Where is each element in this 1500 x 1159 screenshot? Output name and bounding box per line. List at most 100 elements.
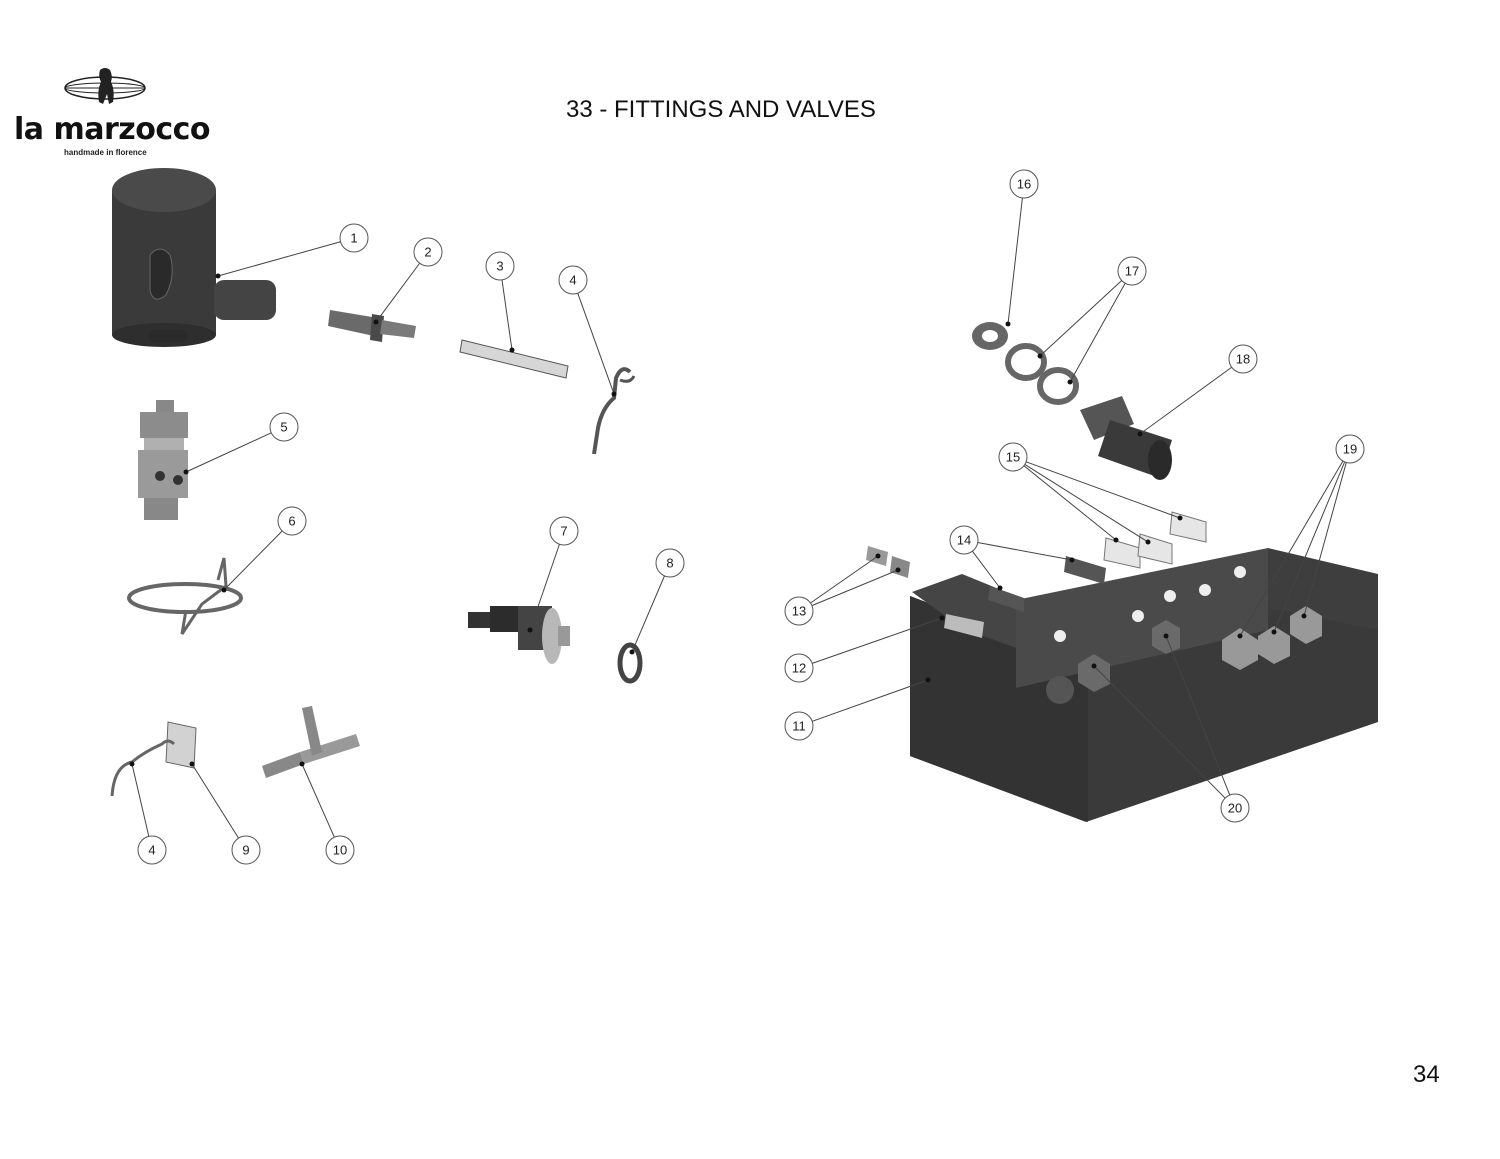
leader-dot	[1145, 539, 1151, 545]
callout-15: 15	[998, 442, 1183, 545]
callout-circle	[485, 251, 515, 281]
leader-line	[1025, 461, 1181, 519]
part-4-clip	[592, 367, 636, 455]
callout-number: 1	[350, 231, 357, 246]
callout-circle	[998, 442, 1028, 472]
leader-dot	[129, 761, 135, 767]
leader-dot	[895, 567, 901, 573]
callout-number: 4	[148, 843, 155, 858]
callout-circle	[784, 653, 814, 683]
callout-circle	[1335, 434, 1365, 464]
callout-5: 5	[183, 412, 299, 475]
callout-1: 1	[215, 223, 369, 279]
callout-circle	[558, 265, 588, 295]
callout-number: 3	[496, 259, 503, 274]
callout-number: 13	[792, 604, 806, 619]
leader-dot	[1177, 515, 1183, 521]
callout-circle	[1117, 256, 1147, 286]
callout-20: 20	[1091, 633, 1250, 823]
leader-dot	[215, 273, 221, 279]
leader-dot	[189, 761, 195, 767]
part-2-hose-barb	[328, 310, 416, 342]
part-3-tube	[459, 339, 569, 379]
part-5-relief-valve	[138, 400, 188, 520]
leader-line	[1024, 464, 1149, 543]
leader-line	[191, 763, 239, 839]
callout-number: 11	[792, 719, 806, 734]
callout-circle	[1009, 169, 1039, 199]
leader-line	[1069, 282, 1126, 383]
leader-line	[977, 542, 1073, 561]
callout-number: 8	[666, 556, 673, 571]
part-9-bracket	[110, 721, 197, 797]
leader-dot	[221, 587, 227, 593]
callout-circle	[1228, 344, 1258, 374]
callout-circle	[339, 223, 369, 253]
leader-dot	[629, 649, 635, 655]
callout-4: 4	[558, 265, 617, 397]
leader-dot	[1301, 613, 1307, 619]
leader-line	[223, 530, 283, 591]
la-marzocco-logo	[64, 68, 146, 104]
leader-dot	[509, 347, 515, 353]
callout-circle	[784, 711, 814, 741]
leader-dot	[1137, 431, 1143, 437]
callout-circle	[231, 835, 261, 865]
callout-number: 9	[242, 843, 249, 858]
leader-line	[1273, 461, 1346, 633]
leader-line	[131, 763, 150, 837]
callout-circle	[269, 412, 299, 442]
leader-line	[1023, 465, 1117, 541]
leader-line	[812, 617, 943, 664]
leader-line	[1007, 197, 1023, 325]
callout-circle	[949, 525, 979, 555]
callout-18: 18	[1137, 344, 1258, 437]
callout-circle	[655, 548, 685, 578]
part-12-fitting	[944, 614, 984, 638]
callout-number: 2	[424, 245, 431, 260]
callout-2: 2	[373, 237, 443, 325]
brand-name: la marzocco	[14, 112, 211, 147]
leader-dot	[183, 469, 189, 475]
callout-14: 14	[949, 525, 1075, 591]
callout-number: 6	[288, 514, 295, 529]
part-8-o-ring	[617, 642, 643, 684]
callout-circle	[549, 516, 579, 546]
part-14-connectors	[988, 556, 1106, 612]
leader-line	[1303, 462, 1347, 617]
callout-6: 6	[221, 506, 307, 593]
part-6-ring-clip	[127, 557, 243, 635]
page-number: 34	[1413, 1061, 1440, 1088]
leader-dot	[939, 615, 945, 621]
callout-11: 11	[784, 677, 931, 741]
part-19-cap-nuts	[1222, 606, 1322, 670]
leader-dot	[611, 391, 617, 397]
leader-dot	[1091, 663, 1097, 669]
leader-dot	[997, 585, 1003, 591]
leader-line	[529, 544, 560, 631]
leader-dot	[1113, 537, 1119, 543]
callout-3: 3	[485, 251, 515, 353]
callout-circle	[325, 835, 355, 865]
callout-8: 8	[629, 548, 685, 655]
callout-circle	[413, 237, 443, 267]
callout-number: 18	[1236, 352, 1250, 367]
leader-line	[577, 293, 615, 395]
callout-circle	[277, 506, 307, 536]
page-title: 33 - FITTINGS AND VALVES	[566, 96, 876, 123]
brand-tagline: handmade in florence	[64, 148, 147, 157]
part-16-nut	[972, 322, 1008, 350]
part-7-pressure-switch	[468, 606, 570, 664]
callout-number: 14	[957, 533, 971, 548]
callout-9: 9	[189, 761, 261, 865]
callout-number: 19	[1343, 442, 1357, 457]
callout-number: 16	[1017, 177, 1031, 192]
leader-line	[631, 575, 665, 653]
callout-16: 16	[1005, 169, 1039, 327]
leader-line	[185, 432, 272, 473]
leader-line	[972, 550, 1001, 589]
part-18-valve-body	[1080, 396, 1172, 480]
leader-dot	[527, 627, 533, 633]
